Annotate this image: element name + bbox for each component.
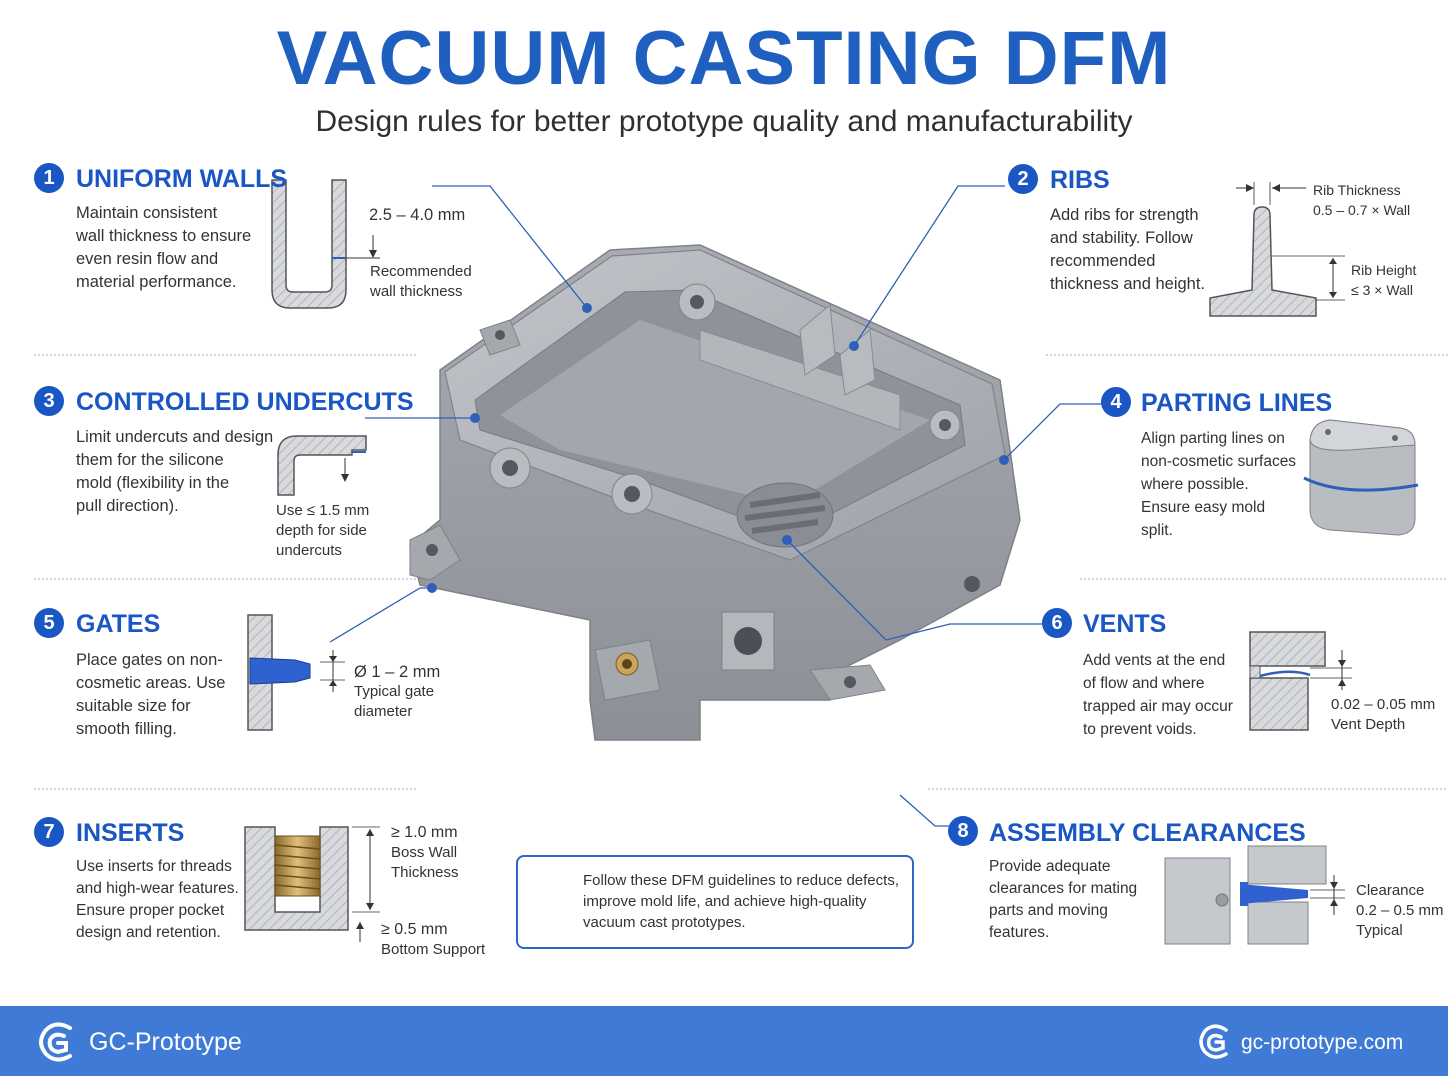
section-2-badge: 2 — [1008, 164, 1038, 194]
page-subtitle: Design rules for better prototype qualit… — [315, 105, 1133, 138]
section-5-title: GATES — [76, 610, 161, 638]
clearance-diagram — [1164, 845, 1345, 945]
section-3-badge: 3 — [34, 386, 64, 416]
rib-height-note: Rib Height ≤ 3 × Wall — [1351, 262, 1417, 298]
insert-bottom-note: ≥ 0.5 mm Bottom Support — [381, 921, 486, 958]
section-4-badge: 4 — [1101, 387, 1131, 417]
section-2-description: Add ribs for strength and stability. Fol… — [1050, 206, 1206, 293]
footer-website-link[interactable]: gc-prototype.com — [1241, 1031, 1404, 1054]
section-2-title: RIBS — [1050, 166, 1110, 194]
section-6-title: VENTS — [1083, 610, 1167, 638]
insert-diagram — [244, 826, 380, 942]
parting-line-diagram — [1303, 419, 1419, 536]
callout-text: Follow these DFM guidelines to reduce de… — [583, 872, 899, 931]
section-8-description: Provide adequate clearances for mating p… — [989, 858, 1138, 941]
wall-thickness-note: Recommended wall thickness — [370, 263, 472, 300]
wall-thickness-value: 2.5 – 4.0 mm — [369, 206, 466, 224]
footer-brand: GC-Prototype — [89, 1028, 242, 1056]
section-5-badge: 5 — [34, 608, 64, 638]
section-7-title: INSERTS — [76, 819, 185, 847]
rib-thickness-note: Rib Thickness 0.5 – 0.7 × Wall — [1313, 182, 1411, 218]
leader-lines — [329, 185, 1105, 827]
section-4-description: Align parting lines on non-cosmetic surf… — [1141, 430, 1297, 539]
section-7-badge: 7 — [34, 817, 64, 847]
section-3-title: CONTROLLED UNDERCUTS — [76, 388, 414, 416]
section-6-badge: 6 — [1042, 608, 1072, 638]
leader-dots — [427, 303, 1009, 593]
page-title: VACUUM CASTING DFM — [276, 16, 1172, 101]
guidelines-callout — [516, 855, 914, 949]
section-5-description: Place gates on non- cosmetic areas. Use … — [76, 651, 226, 738]
section-1-title: UNIFORM WALLS — [76, 165, 288, 193]
section-dividers — [34, 354, 1448, 790]
clearance-note: Clearance 0.2 – 0.5 mm Typical — [1356, 882, 1444, 939]
section-8-title: ASSEMBLY CLEARANCES — [989, 819, 1306, 847]
undercut-note: Use ≤ 1.5 mm depth for side undercuts — [276, 502, 370, 559]
housing-part — [409, 244, 1021, 741]
section-3-description: Limit undercuts and design them for the … — [76, 428, 274, 515]
section-1-description: Maintain consistent wall thickness to en… — [76, 204, 252, 291]
section-4-title: PARTING LINES — [1141, 389, 1333, 417]
undercut-diagram — [277, 435, 367, 496]
gate-diagram — [247, 614, 345, 731]
rib-diagram — [1209, 182, 1345, 317]
section-8-badge: 8 — [948, 816, 978, 846]
section-6-description: Add vents at the end of flow and where t… — [1083, 652, 1233, 738]
vent-note: 0.02 – 0.05 mm Vent Depth — [1331, 696, 1436, 733]
section-7-description: Use inserts for threads and high-wear fe… — [76, 858, 239, 941]
uniform-wall-diagram — [271, 179, 380, 309]
section-1-badge: 1 — [34, 163, 64, 193]
vent-diagram — [1249, 631, 1352, 731]
gate-note: Ø 1 – 2 mm Typical gate diameter — [354, 663, 441, 720]
insert-wall-note: ≥ 1.0 mm Boss Wall Thickness — [391, 824, 459, 881]
